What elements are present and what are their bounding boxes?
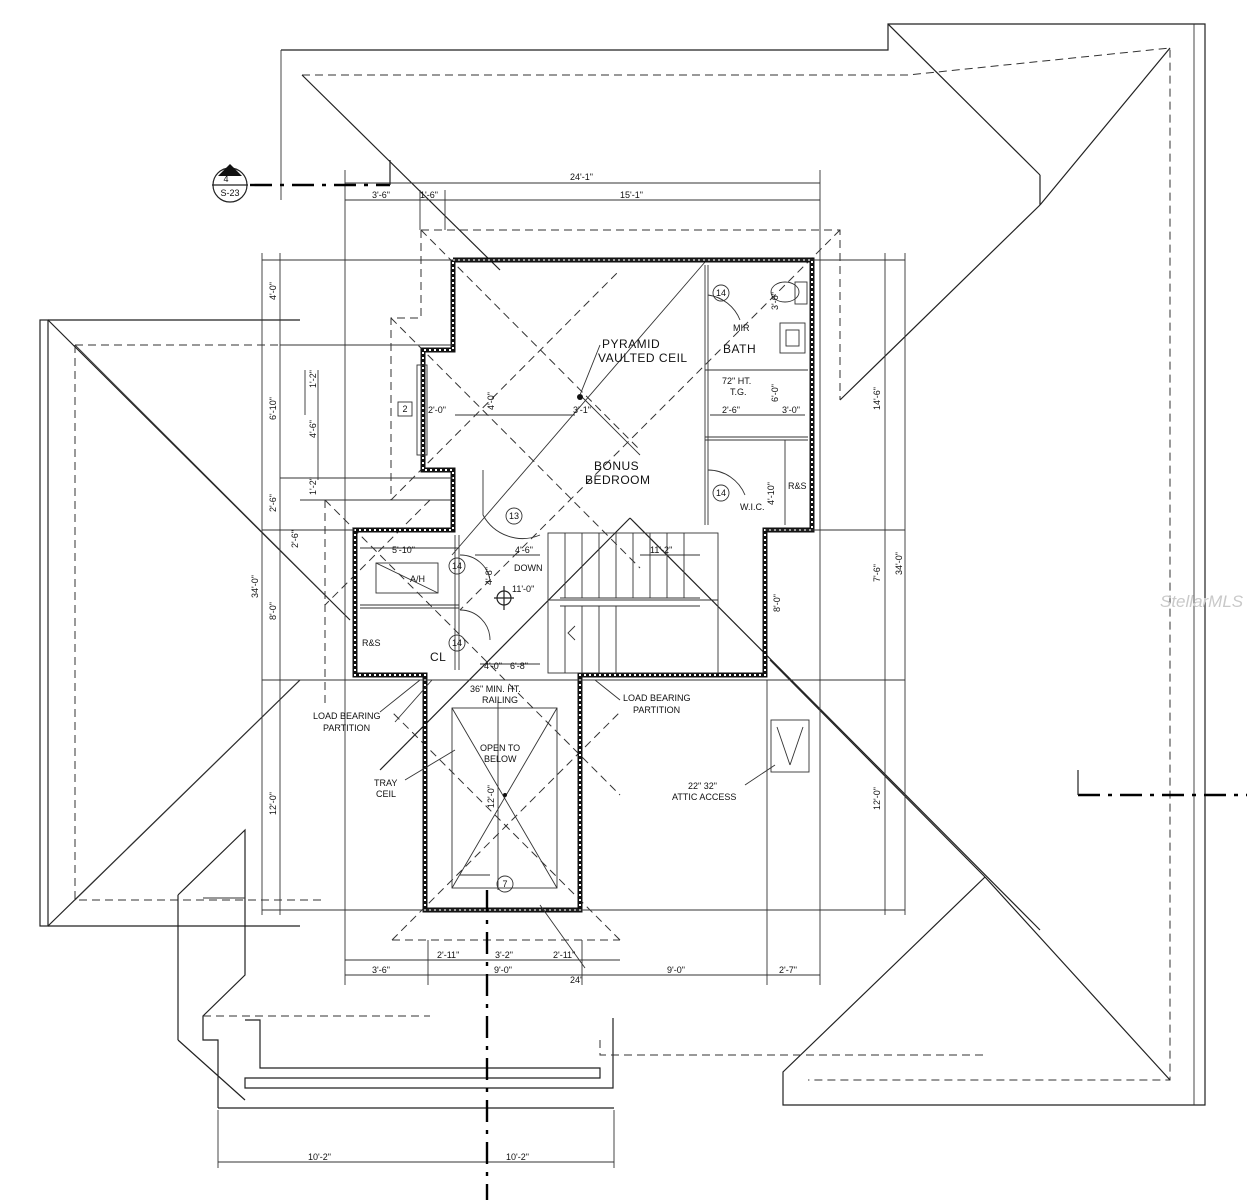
bonus-label-line1: BONUS [594,459,639,473]
load-bearing-right-line2: PARTITION [633,705,680,715]
dim-int-4-8: 4'-8" [484,567,494,585]
watermark: StellarMLS [1160,592,1244,611]
door-tag: 14 [716,288,726,298]
dim-bottom-c: 3'-2" [495,950,513,960]
dim-left-h: 8'-0" [268,602,278,620]
section-sheet: S-23 [220,188,239,198]
dim-bottom-e: 9'-0" [494,965,512,975]
dim-left-overall: 34'-0" [250,575,260,598]
dimension-lines [217,170,906,1168]
dim-int-4-10: 4'-10" [766,482,776,505]
door-tags: 14 14 14 14 13 2 7 [397,284,730,893]
roof-outline [39,23,1206,1109]
dim-left-f: 2'-6" [268,494,278,512]
dim-top-overall: 24'-1" [570,172,593,182]
stair-treads [564,533,685,673]
load-bearing-left-line2: PARTITION [323,723,370,733]
dim-right-a: 14'-6" [872,387,882,410]
door-tag: 14 [716,488,726,498]
dimension-labels: 24'-1" 3'-6" 1'-6" 15'-1" 4'-0" 6'-10" 1… [250,172,904,1162]
dim-right-b: 7'-6" [872,564,882,582]
dim-right-overall: 34'-0" [894,552,904,575]
dim-int-4-6: 4'-6" [515,545,533,555]
wic-label: W.I.C. [740,502,765,512]
shower-label-line1: 72" HT. [722,376,751,386]
dim-top-b: 1'-6" [420,190,438,200]
open-below-line1: OPEN TO [480,743,520,753]
mirror-label: MIR [733,323,750,333]
pyramid-label-line1: PYRAMID [602,337,660,351]
railing-label-line2: RAILING [482,695,518,705]
dim-left-b: 6'-10" [268,397,278,420]
open-below-line2: BELOW [484,754,517,764]
dim-bath-6-0: 6'-0" [770,384,780,402]
load-bearing-right-line1: LOAD BEARING [623,693,691,703]
dim-bottom-f: 9'-0" [667,965,685,975]
dim-top-a: 3'-6" [372,190,390,200]
walls [352,257,815,913]
dim-bath-3-0: 3'-0" [782,405,800,415]
attic-access-line1: 22" 32" [688,781,717,791]
dim-int-11-2: 11'-2" [650,545,672,555]
dim-top-c: 15'-1" [620,190,643,200]
dim-left-c: 1'-2" [308,370,318,388]
door-tag: 14 [452,638,462,648]
dim-bottom-b: 2'-11" [437,950,459,960]
dim-int-6-8: 6'-8" [510,661,528,671]
dim-bath-3-6: 3'-6" [770,292,780,310]
dim-bath-2-6: 2'-6" [722,405,740,415]
pyramid-label-line2: VAULTED CEIL [598,351,688,365]
dim-bottom-g: 2'-7" [779,965,797,975]
dim-left-g: 2'-6" [290,530,300,548]
dim-int-5-10: 5'-10" [392,545,415,555]
dim-int-11-0: 11'-0" [512,584,534,594]
dim-left-lower: 12'-0" [268,792,278,815]
railing-label-line1: 36" MIN. HT. [470,684,521,694]
dim-left-d: 4'-6" [308,420,318,438]
dim-base-b: 10'-2" [506,1152,529,1162]
section-cut [212,160,1247,1200]
dim-bottom-d: 2'-11" [553,950,575,960]
dim-int-12-0: 12'-0" [486,785,496,808]
tray-ceil-line1: TRAY [374,778,397,788]
dim-int-4-0: 4'-0" [486,392,496,410]
air-handler-label: A/H [410,574,425,584]
window-tag: 7 [502,879,507,889]
door-tag: 14 [452,561,462,571]
door-tag: 13 [509,511,519,521]
load-bearing-left-line1: LOAD BEARING [313,711,381,721]
rs-label-wic: R&S [788,481,807,491]
window-tag: 2 [402,404,407,414]
dim-right-c: 8'-0" [772,594,782,612]
dim-int-2-0: 2'-0" [428,405,446,415]
stair-down-label: DOWN [514,563,543,573]
attic-access-line2: ATTIC ACCESS [672,792,736,802]
bonus-label-line2: BEDROOM [585,473,651,487]
dim-right-d: 12'-0" [872,787,882,810]
dim-int-3-1: 3'-1" [573,405,591,415]
shower-label-line2: T.G. [730,387,747,397]
dim-bottom-a: 3'-6" [372,965,390,975]
dim-left-a: 4'-0" [268,282,278,300]
tray-ceil-line2: CEIL [376,789,396,799]
bath-label: BATH [723,342,756,356]
rs-label-closet: R&S [362,638,381,648]
closet-label: CL [430,650,446,664]
dim-left-e: 1'-2" [308,477,318,495]
ceiling-lines [324,229,1041,941]
dim-int-4-0b: 4'-0" [484,661,502,671]
dim-bottom-overall: 24' [570,975,582,985]
dim-base-a: 10'-2" [308,1152,331,1162]
section-number: 4 [223,174,228,184]
room-labels: PYRAMID VAULTED CEIL MIR BATH 72" HT. T.… [220,174,806,802]
